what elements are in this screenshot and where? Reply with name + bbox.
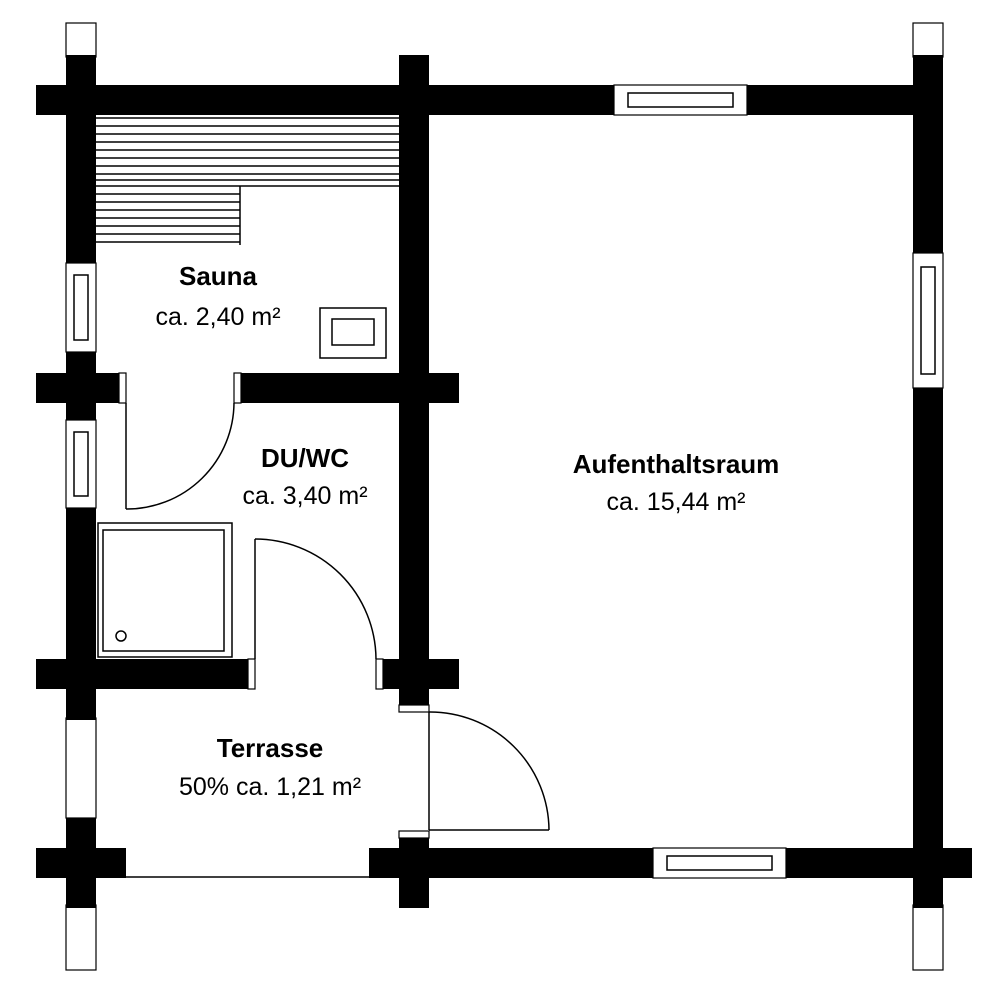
room-name-aufenthalt: Aufenthaltsraum: [573, 449, 780, 479]
room-name-sauna: Sauna: [179, 261, 258, 291]
room-name-terrasse: Terrasse: [217, 733, 324, 763]
room-area-terrasse: 50% ca. 1,21 m²: [179, 773, 361, 801]
room-label-aufenthalt: Aufenthaltsraum ca. 15,44 m²: [573, 449, 780, 516]
post-ends: [65, 22, 944, 971]
windows: [65, 84, 944, 879]
room-label-terrasse: Terrasse 50% ca. 1,21 m²: [179, 733, 361, 801]
shower-tray: [97, 522, 233, 658]
sauna-benches: [96, 117, 399, 245]
walls: [36, 55, 972, 908]
door-jambs: [118, 372, 430, 839]
room-area-aufenthalt: ca. 15,44 m²: [607, 488, 746, 516]
room-label-sauna: Sauna ca. 2,40 m²: [155, 261, 280, 331]
room-area-duwc: ca. 3,40 m²: [242, 482, 367, 510]
room-name-duwc: DU/WC: [261, 443, 349, 473]
doors: [125, 402, 550, 831]
room-label-duwc: DU/WC ca. 3,40 m²: [242, 443, 367, 510]
sauna-stove: [319, 307, 387, 359]
room-area-sauna: ca. 2,40 m²: [155, 303, 280, 331]
